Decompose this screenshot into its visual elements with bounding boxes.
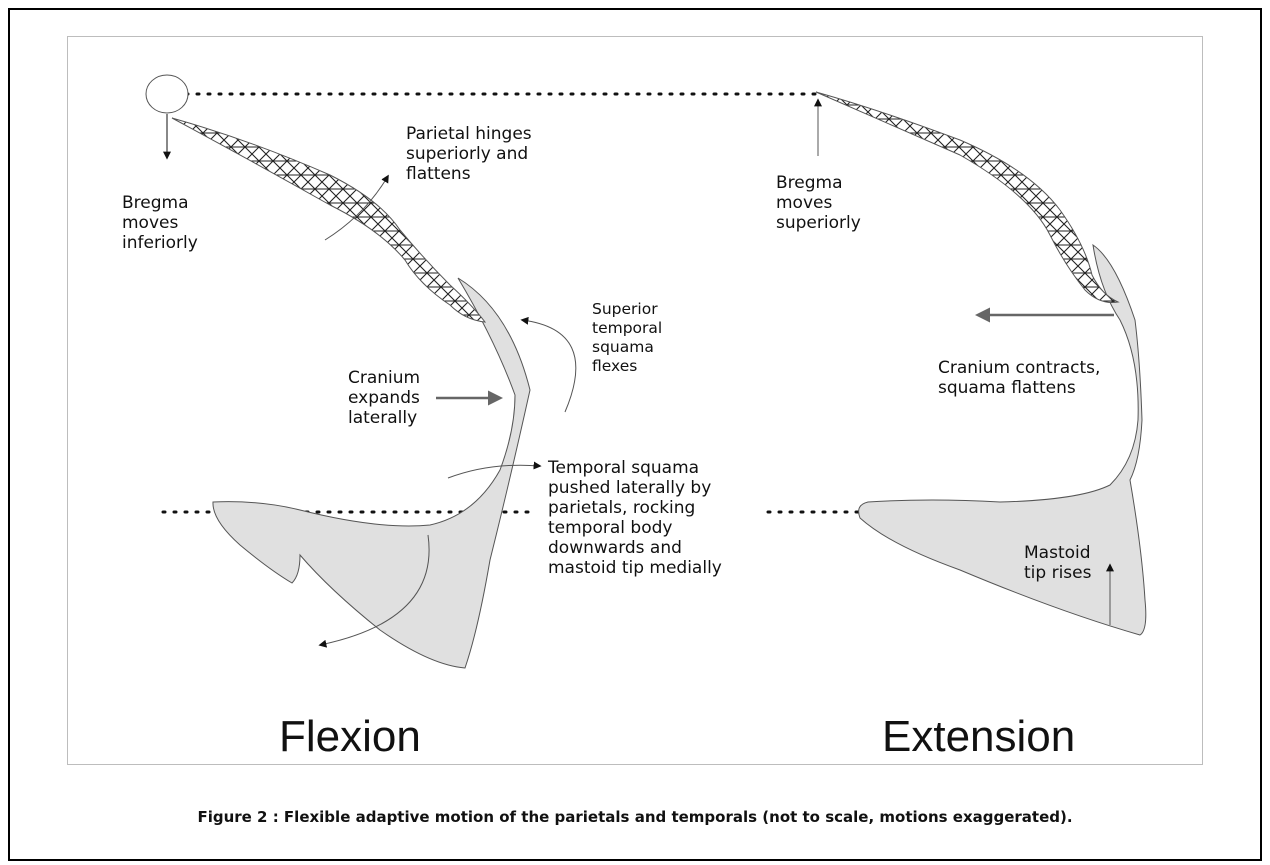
cranium-contracts-label: Cranium contracts, squama flattens (938, 358, 1101, 398)
mastoid-medial-arrow (318, 534, 430, 648)
flexion-title: Flexion (279, 712, 421, 761)
diagram-panel (67, 36, 1203, 765)
temporal-squama-arrow (447, 461, 542, 479)
bregma-marker (145, 74, 189, 114)
mastoid-rises-label: Mastoid tip rises (1024, 543, 1092, 583)
bregma-superior-label: Bregma moves superiorly (776, 173, 861, 233)
extension-parietal-bone (815, 91, 1120, 303)
flexion-parietal-bone (171, 117, 487, 323)
temporal-squama-label: Temporal squama pushed laterally by pari… (548, 458, 722, 578)
figure-caption: Figure 2 : Flexible adaptive motion of t… (197, 808, 1073, 826)
parietal-hinge-arrow (324, 174, 389, 241)
superior-temporal-label: Superior temporal squama flexes (592, 300, 663, 375)
extension-title: Extension (882, 712, 1076, 761)
figure-frame (8, 8, 1262, 861)
superior-temporal-arrow (520, 316, 577, 413)
extension-temporal-bone (858, 243, 1147, 636)
bregma-inferior-label: Bregma moves inferiorly (122, 193, 198, 253)
flexion-temporal-bone (212, 277, 531, 669)
cranium-expands-label: Cranium expands laterally (348, 368, 421, 428)
parietal-hinge-label: Parietal hinges superiorly and flattens (406, 124, 532, 184)
